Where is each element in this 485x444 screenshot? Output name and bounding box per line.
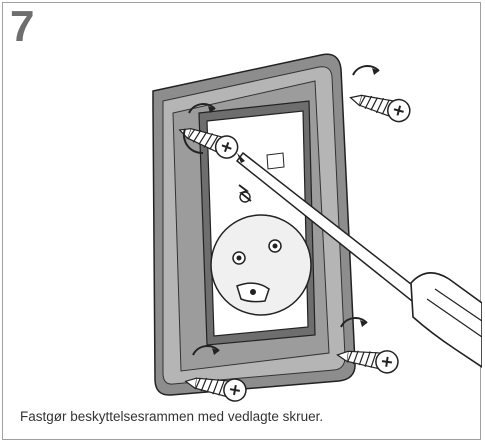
socket — [210, 152, 312, 316]
socket-symbol-icon — [238, 184, 252, 203]
caption: Fastgør beskyttelsesrammen med vedlagte … — [20, 409, 324, 424]
screwdriver-icon — [235, 151, 482, 368]
step-number: 7 — [10, 2, 35, 51]
instruction-panel: 7 — [2, 2, 482, 440]
illustration — [152, 53, 482, 404]
screw-top-left-icon — [174, 103, 242, 163]
screw-top-right-icon — [346, 65, 414, 126]
